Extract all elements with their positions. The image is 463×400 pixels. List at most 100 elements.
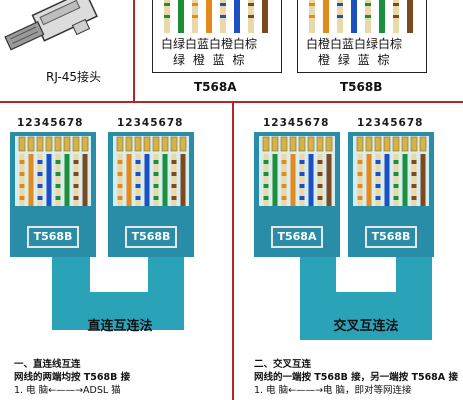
wire-stripe-3-0 [37,160,43,164]
wire-1 [19,154,25,206]
contact-5 [54,136,62,152]
desc-right-title: 二、交叉互连 [254,359,312,370]
connector-window [353,136,429,206]
connector-boot [10,206,96,229]
contact-2 [125,136,133,152]
contact-2 [271,136,279,152]
wire-stripe-1-2 [263,184,269,188]
contact-6 [401,136,409,152]
wire-7 [411,154,417,206]
contact-1 [356,136,364,152]
contact-5 [392,136,400,152]
contact-4 [45,136,53,152]
wire-1 [117,154,123,206]
wire-stripe-1-1 [357,172,363,176]
contact-5 [298,136,306,152]
divider-vertical-main [232,101,234,400]
contact-4 [289,136,297,152]
wire-stripe-5-2 [55,184,61,188]
wire-6 [64,154,70,206]
t568b-wire-stripe-5 [365,3,371,6]
t568a-wire-stripe2-1 [164,15,170,18]
contact-1 [262,136,270,152]
contact-7 [170,136,178,152]
wire-stripe-3-1 [281,172,287,176]
wire-3 [135,154,141,206]
wire-stripe-5-3 [55,196,61,200]
connector-right-1 [254,132,340,229]
wire-stripe-7-3 [411,196,417,200]
t568a-row2: 绿 橙 蓝 棕 [173,53,247,67]
wire-stripe-7-2 [317,184,323,188]
wire-stripe-3-1 [135,172,141,176]
wire-stripe-3-0 [281,160,287,164]
wire-stripe-7-0 [73,160,79,164]
wire-stripe-3-3 [375,196,381,200]
connector-left-1-body [10,132,96,229]
t568b-wire-4 [351,0,357,33]
t568b-wire-stripe-7 [393,3,399,6]
connector-left-2: T568B [108,132,194,229]
wire-stripe-5-0 [299,160,305,164]
wire-5 [393,154,399,206]
connector-right-2 [348,132,434,229]
wire-5 [299,154,305,206]
wire-4 [144,154,150,206]
wire-stripe-7-1 [73,172,79,176]
contact-6 [161,136,169,152]
t568a-title: T568A [194,80,237,94]
contact-3 [374,136,382,152]
wire-8 [82,154,88,206]
contact-7 [410,136,418,152]
wire-stripe-1-1 [19,172,25,176]
wire-stripe-7-2 [171,184,177,188]
contact-8 [81,136,89,152]
wire-stripe-1-0 [357,160,363,164]
wire-stripe-1-3 [357,196,363,200]
wire-2 [28,154,34,206]
desc-left-title: 一、直连线互连 [14,359,81,370]
contact-1 [116,136,124,152]
contact-8 [179,136,187,152]
t568a-wire-8 [262,0,268,33]
t568a-wire-stripe2-3 [192,15,198,18]
wire-stripe-7-0 [317,160,323,164]
wire-stripe-1-1 [263,172,269,176]
wire-7 [73,154,79,206]
wire-stripe-5-0 [153,160,159,164]
contact-2 [365,136,373,152]
contact-2 [27,136,35,152]
wire-7 [171,154,177,206]
wire-stripe-5-3 [393,196,399,200]
t568a-wire-stripe-1 [164,3,170,6]
wire-stripe-7-0 [171,160,177,164]
wire-stripe-5-1 [299,172,305,176]
wire-stripe-5-1 [393,172,399,176]
wire-stripe-1-2 [357,184,363,188]
wire-stripe-3-0 [135,160,141,164]
wire-stripe-7-1 [317,172,323,176]
t568b-wire-stripe2-7 [393,15,399,18]
pin-numbers-right-2: 12345678 [357,117,424,129]
wire-8 [326,154,332,206]
method-left: 直连互连法 [87,319,153,334]
wire-stripe-3-2 [281,184,287,188]
t568b-wire-stripe2-1 [309,15,315,18]
wire-7 [317,154,323,206]
divider-vertical-top [133,0,135,101]
connector-left-2-body [108,132,194,229]
wire-stripe-3-0 [375,160,381,164]
contact-3 [134,136,142,152]
wire-stripe-3-3 [135,196,141,200]
wire-stripe-7-1 [411,172,417,176]
wire-stripe-7-2 [411,184,417,188]
wire-6 [162,154,168,206]
wire-stripe-7-3 [73,196,79,200]
wire-stripe-1-3 [117,196,123,200]
wire-stripe-5-1 [55,172,61,176]
wire-stripe-5-0 [393,160,399,164]
wire-stripe-1-0 [263,160,269,164]
contact-6 [63,136,71,152]
contact-6 [307,136,315,152]
label-left-1: T568B [27,226,79,248]
